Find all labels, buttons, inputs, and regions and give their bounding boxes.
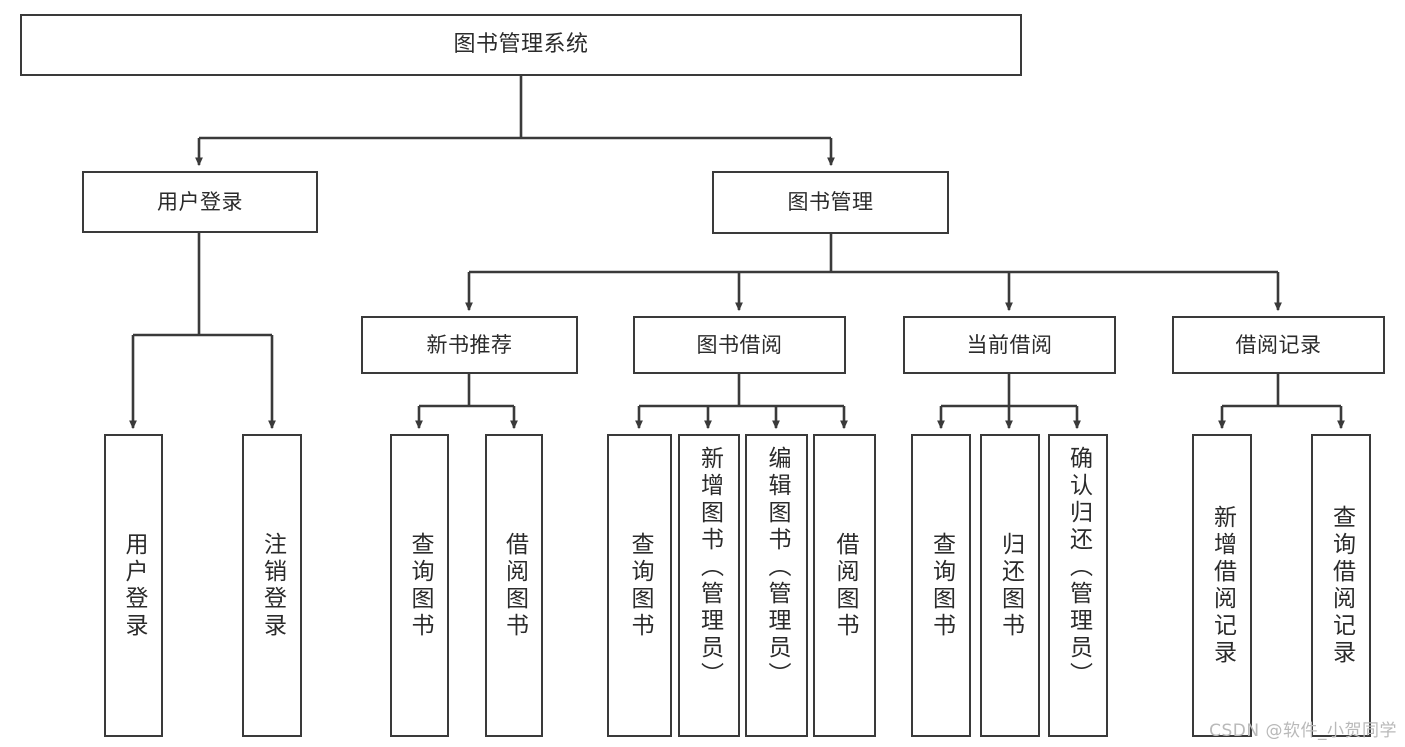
leaf-current-confirm-return-admin[interactable]: 确认归还（管理员） bbox=[1048, 434, 1108, 737]
leaf-current-return-book[interactable]: 归还图书 bbox=[980, 434, 1040, 737]
leaf-current-query-book[interactable]: 查询图书 bbox=[911, 434, 971, 737]
leaf-records-query-record[interactable]: 查询借阅记录 bbox=[1311, 434, 1371, 737]
leaf-records-add-record[interactable]: 新增借阅记录 bbox=[1192, 434, 1252, 737]
node-label: 新增借阅记录 bbox=[1209, 504, 1236, 667]
leaf-new-book-query[interactable]: 查询图书 bbox=[390, 434, 449, 737]
leaf-borrow-borrow-book[interactable]: 借阅图书 bbox=[813, 434, 876, 737]
node-label: 借阅记录 bbox=[1235, 332, 1322, 357]
node-current-borrow[interactable]: 当前借阅 bbox=[903, 316, 1116, 374]
leaf-borrow-add-book-admin[interactable]: 新增图书（管理员） bbox=[678, 434, 740, 737]
node-label: 确认归还（管理员） bbox=[1065, 446, 1092, 689]
node-new-book-recommend[interactable]: 新书推荐 bbox=[361, 316, 578, 374]
node-label: 当前借阅 bbox=[966, 332, 1053, 357]
node-label: 查询图书 bbox=[407, 531, 433, 640]
node-label: 查询借阅记录 bbox=[1328, 504, 1355, 667]
node-book-management[interactable]: 图书管理 bbox=[712, 171, 949, 234]
node-label: 编辑图书（管理员） bbox=[764, 446, 790, 689]
node-label: 新书推荐 bbox=[426, 332, 513, 357]
node-label: 用户登录 bbox=[157, 189, 243, 214]
leaf-user-login-logout[interactable]: 注销登录 bbox=[242, 434, 302, 737]
leaf-borrow-query-book[interactable]: 查询图书 bbox=[607, 434, 672, 737]
node-book-borrow[interactable]: 图书借阅 bbox=[633, 316, 846, 374]
node-label: 借阅图书 bbox=[501, 531, 528, 640]
node-label: 图书管理 bbox=[787, 190, 874, 215]
leaf-new-book-borrow[interactable]: 借阅图书 bbox=[485, 434, 543, 737]
node-label: 查询图书 bbox=[928, 531, 955, 640]
node-label: 归还图书 bbox=[997, 531, 1024, 640]
node-label: 图书借阅 bbox=[696, 332, 783, 357]
csdn-watermark: CSDN @软件_小贺同学 bbox=[1209, 721, 1397, 741]
node-label: 借阅图书 bbox=[832, 531, 858, 640]
node-root-system[interactable]: 图书管理系统 bbox=[20, 14, 1022, 76]
node-label: 新增图书（管理员） bbox=[696, 446, 723, 689]
node-label: 用户登录 bbox=[121, 531, 147, 640]
node-user-login[interactable]: 用户登录 bbox=[82, 171, 318, 233]
node-borrow-records[interactable]: 借阅记录 bbox=[1172, 316, 1385, 374]
leaf-user-login-login[interactable]: 用户登录 bbox=[104, 434, 163, 737]
leaf-borrow-edit-book-admin[interactable]: 编辑图书（管理员） bbox=[745, 434, 808, 737]
node-label: 查询图书 bbox=[627, 531, 653, 640]
node-label: 图书管理系统 bbox=[453, 32, 589, 58]
node-label: 注销登录 bbox=[259, 531, 286, 640]
